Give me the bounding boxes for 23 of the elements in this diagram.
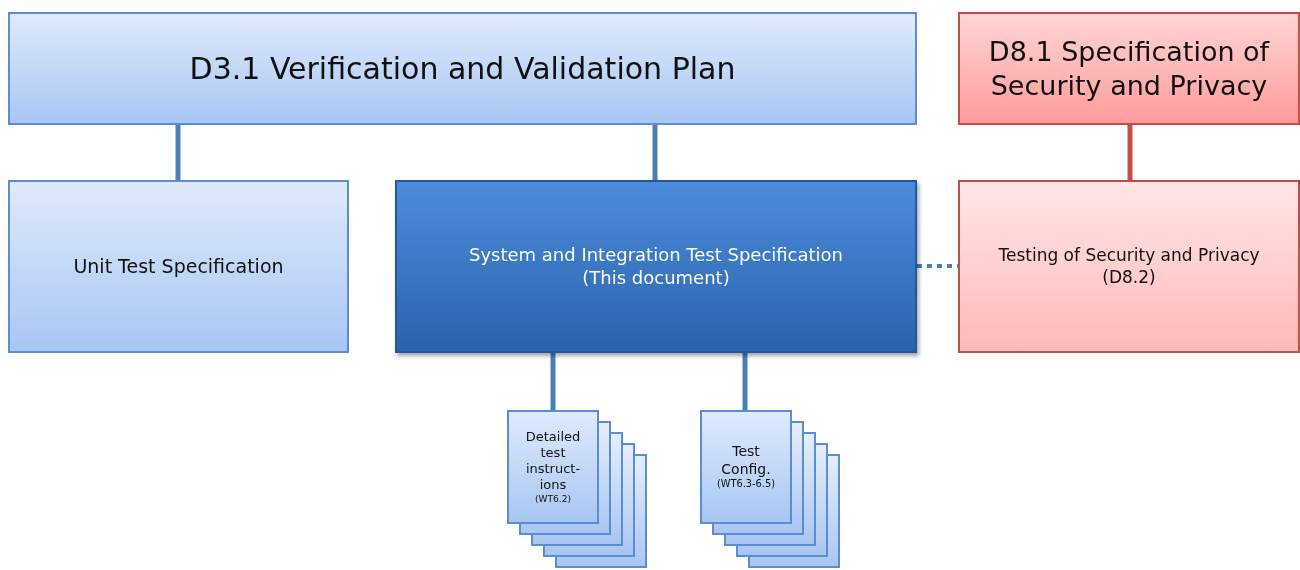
document-box <box>700 410 792 524</box>
box-text: Unit Test Specification <box>73 254 284 279</box>
box-text: (This document) <box>582 266 730 289</box>
connector-line <box>652 125 658 180</box>
document-box <box>507 410 599 524</box>
box-text: System and Integration Test Specification <box>468 244 844 267</box>
process-box <box>8 12 917 125</box>
box-text: Testing of Security and Privacy <box>998 245 1260 267</box>
process-box <box>958 180 1300 353</box>
connector-line <box>175 125 181 180</box>
process-box <box>395 180 917 353</box>
process-box <box>958 12 1300 125</box>
box-text: Detailed test instruct-ions <box>524 428 582 494</box>
reference-text: (WT6.2) <box>534 493 572 506</box>
box-text: (D8.2) <box>1102 266 1156 288</box>
box-text: D3.1 Verification and Validation Plan <box>189 49 736 88</box>
box-text: D8.1 Specification of Security and Privacy <box>987 34 1271 103</box>
connector-line <box>550 353 556 410</box>
connector-line <box>1127 125 1133 180</box>
reference-text: (WT6.3-6.5) <box>717 478 775 491</box>
box-text: Test Config. <box>720 443 772 479</box>
connector-line <box>742 353 748 410</box>
process-box <box>8 180 349 353</box>
